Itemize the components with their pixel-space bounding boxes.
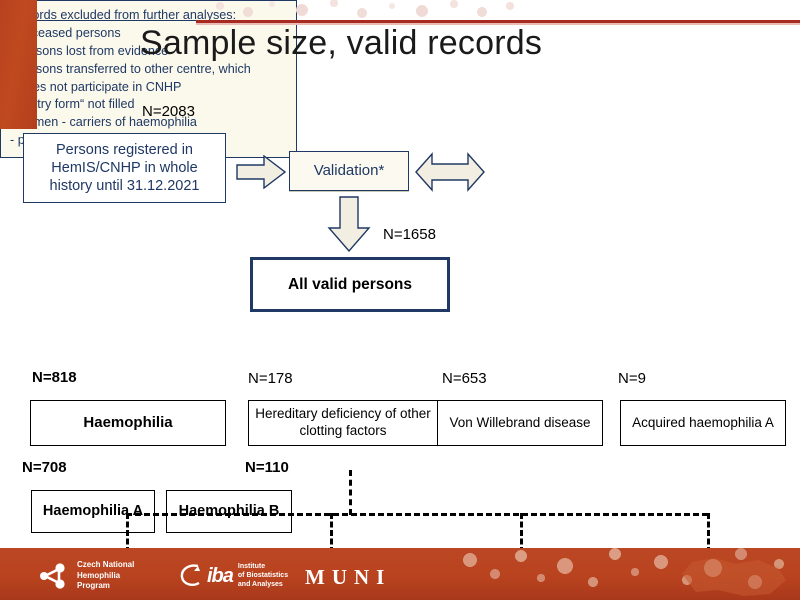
czech-map-shape (682, 558, 786, 596)
logo-cnhp-text: Czech National Hemophilia Program (77, 560, 135, 591)
box-haemophilia-a: Haemophilia A (31, 490, 155, 533)
red-accent-block (0, 0, 37, 129)
excluded-item-continuation: does not participate in CNHP (19, 79, 182, 94)
excluded-item: - “Entry form“ not filled (10, 97, 135, 112)
count-haemophilia-b: N=110 (245, 459, 289, 476)
footer-banner (0, 548, 800, 600)
logo-iba-word: iba (207, 564, 234, 587)
arrow-down-to-all-valid (327, 196, 371, 252)
box-acquired-haemophilia-a: Acquired haemophilia A (620, 400, 786, 446)
logo-iba-subtitle: Institute of Biostatistics and Analyses (237, 563, 289, 589)
logo-czech-national-hemophilia-program: Czech National Hemophilia Program (40, 560, 134, 592)
count-vonwillebrand: N=653 (442, 370, 487, 387)
count-validated: N=1658 (383, 226, 436, 243)
excluded-item: - persons lost from evidence (10, 43, 169, 58)
arrow-double-validation-excluded (415, 152, 485, 192)
box-von-willebrand-disease: Von Willebrand disease (437, 400, 603, 446)
count-haemophilia-a: N=708 (22, 459, 67, 476)
panel-excluded-records: Records excluded from further analyses: … (0, 0, 297, 158)
arrow-right-to-validation (236, 155, 286, 189)
box-haemophilia-b: Haemophilia B (166, 490, 292, 533)
title-rule (196, 20, 800, 23)
title-rule-soft (196, 23, 800, 25)
logo-muni: MUNI (305, 565, 392, 589)
iba-swirl-icon (180, 564, 200, 586)
count-haemophilia: N=818 (32, 369, 77, 386)
molecule-icon (40, 563, 65, 589)
excluded-item: - persons transferred to other centre, w… (10, 61, 251, 76)
logo-iba: iba Institute of Biostatistics and Analy… (180, 562, 288, 589)
page-title: Sample size, valid records (140, 24, 543, 62)
excluded-heading: Records excluded from further analyses: (10, 8, 237, 22)
count-registered: N=2083 (142, 103, 195, 120)
box-all-valid-persons: All valid persons (250, 257, 450, 312)
box-persons-registered: Persons registered in HemIS/CNHP in whol… (23, 133, 226, 203)
box-haemophilia: Haemophilia (30, 400, 226, 446)
count-hereditary: N=178 (248, 370, 293, 387)
excluded-item: - women - carriers of haemophilia (10, 115, 197, 130)
box-hereditary-deficiency: Hereditary deficiency of other clotting … (248, 400, 438, 446)
count-acquired: N=9 (618, 370, 646, 387)
excluded-item: - deceased persons (10, 25, 121, 40)
box-validation: Validation* (289, 151, 409, 191)
